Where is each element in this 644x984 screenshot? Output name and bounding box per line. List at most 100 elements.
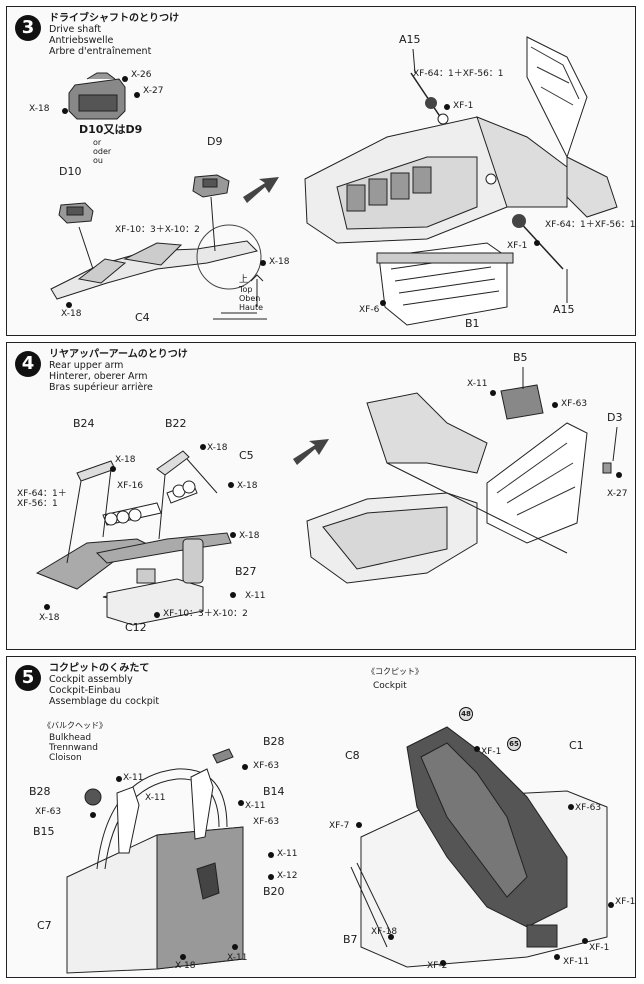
label-x11-b: X-11: [467, 379, 488, 389]
label-c1: C1: [569, 739, 584, 752]
part-65-marker: 65: [507, 737, 521, 751]
step-5-illustration: [66, 726, 614, 974]
label-b14: B14: [263, 785, 285, 798]
title-fr: Assemblage du cockpit: [49, 696, 160, 707]
label-x18: X-18: [29, 104, 50, 114]
label-ou: ou: [93, 156, 103, 165]
label-oder: oder: [93, 147, 112, 156]
label-xf56: XF-56：1: [17, 499, 58, 509]
label-xf10: XF-10：3＋X-10：2: [163, 609, 248, 619]
label-x11-b: X-11: [145, 793, 166, 803]
label-c8: C8: [345, 749, 360, 762]
label-x26: X-26: [131, 70, 152, 80]
step-title: ドライブシャフトのとりつけ Drive shaft Antriebswelle …: [49, 13, 179, 57]
label-bulkhead-en: Bulkhead: [49, 733, 92, 743]
label-x12: X-12: [277, 871, 298, 881]
title-fr: Arbre d'entraînement: [49, 46, 152, 57]
label-d9: D9: [207, 135, 223, 148]
label-x18-b: X-18: [207, 443, 228, 453]
label-bulkhead-de: Trennwand: [49, 743, 98, 753]
label-x27: X-27: [143, 86, 164, 96]
title-de: Cockpit-Einbau: [49, 685, 121, 696]
label-c4: C4: [135, 311, 150, 324]
step-5-panel: 5 コクピットのくみたて Cockpit assembly Cockpit-Ei…: [6, 656, 636, 978]
label-xf10: XF-10：3＋X-10：2: [115, 225, 200, 235]
label-c5: C5: [239, 449, 254, 462]
part-48-marker: 48: [459, 707, 473, 721]
label-b5: B5: [513, 351, 528, 364]
label-b28-left: B28: [29, 785, 51, 798]
label-xf1-c: XF-1: [589, 943, 610, 953]
title-en: Cockpit assembly: [49, 674, 133, 685]
step-number: 4: [15, 351, 41, 377]
label-x18-c: X-18: [237, 481, 258, 491]
label-b28-right: B28: [263, 735, 285, 748]
label-xf16: XF-16: [117, 481, 144, 491]
label-x18-e: X-18: [39, 613, 60, 623]
label-b1: B1: [465, 317, 480, 330]
label-xf64-top: XF-64：1＋XF-56：1: [413, 69, 504, 79]
title-fr: Bras supérieur arrière: [49, 382, 153, 393]
label-or: or: [93, 138, 102, 147]
title-de: Antriebswelle: [49, 35, 114, 46]
label-x18-a: X-18: [115, 455, 136, 465]
label-xf11: XF-11: [563, 957, 590, 967]
title-en: Drive shaft: [49, 24, 102, 35]
label-xf1-top: XF-1: [453, 101, 474, 111]
label-d10-or-d9: D10又はD9: [79, 123, 143, 136]
title-jp: ドライブシャフトのとりつけ: [49, 13, 180, 24]
label-xf63-b: XF-63: [253, 761, 280, 771]
label-oben: Oben: [239, 294, 261, 303]
label-x11-d: X-11: [277, 849, 298, 859]
label-c7: C7: [37, 919, 52, 932]
label-b15: B15: [33, 825, 55, 838]
label-d10: D10: [59, 165, 82, 178]
label-xf1-a: XF-1: [481, 747, 502, 757]
label-bulkhead-fr: Cloison: [49, 753, 82, 763]
title-jp: コクピットのくみたて: [49, 663, 150, 674]
label-b27: B27: [235, 565, 257, 578]
title-en: Rear upper arm: [49, 360, 124, 371]
label-b7: B7: [343, 933, 358, 946]
label-xf64-bottom: XF-64：1＋XF-56：1: [545, 220, 636, 230]
label-x18-c: X-18: [61, 309, 82, 319]
step-4-panel: 4 リヤアッパーアームのとりつけ Rear upper arm Hinterer…: [6, 342, 636, 650]
step-number: 3: [15, 15, 41, 41]
label-xf1-bottom: XF-1: [507, 241, 528, 251]
label-xf6: XF-6: [359, 305, 380, 315]
label-xf63: XF-63: [561, 399, 588, 409]
label-x11-c: X-11: [245, 801, 266, 811]
title-de: Hinterer, oberer Arm: [49, 371, 148, 382]
label-x11-a: X-11: [123, 773, 144, 783]
label-xf7: XF-7: [329, 821, 350, 831]
label-b24: B24: [73, 417, 95, 430]
label-xf2: XF-2: [427, 961, 448, 971]
label-top-jp: 上: [239, 275, 249, 285]
step-3-illustration: [50, 36, 618, 326]
label-xf63-d: XF-63: [575, 803, 602, 813]
label-a15-top: A15: [399, 33, 421, 46]
label-haute: Haute: [239, 303, 264, 312]
label-b20: B20: [263, 885, 285, 898]
label-x11-e: X-11: [227, 953, 248, 963]
label-d3: D3: [607, 411, 623, 424]
step-4-illustration: [35, 367, 622, 626]
label-xf18: XF-18: [371, 927, 398, 937]
label-b22: B22: [165, 417, 187, 430]
step-3-panel: 3 ドライブシャフトのとりつけ Drive shaft Antriebswell…: [6, 6, 636, 336]
label-xf1-b: XF-1: [615, 897, 636, 907]
label-x18-d: X-18: [239, 531, 260, 541]
label-a15-bottom: A15: [553, 303, 575, 316]
label-x11-a: X-11: [245, 591, 266, 601]
label-x18-b: X-18: [269, 257, 290, 267]
step-title: リヤアッパーアームのとりつけ Rear upper arm Hinterer, …: [49, 349, 188, 393]
label-cockpit-jp: 《コクピット》: [367, 667, 423, 676]
label-x18: X-18: [175, 961, 196, 971]
label-xf64: XF-64：1＋: [17, 489, 67, 499]
step-title: コクピットのくみたて Cockpit assembly Cockpit-Einb…: [49, 663, 159, 707]
label-xf63-a: XF-63: [35, 807, 62, 817]
label-top: Top: [239, 285, 253, 294]
label-c12: C12: [125, 621, 147, 634]
label-cockpit-en: Cockpit: [373, 681, 407, 691]
label-xf63-c: XF-63: [253, 817, 280, 827]
